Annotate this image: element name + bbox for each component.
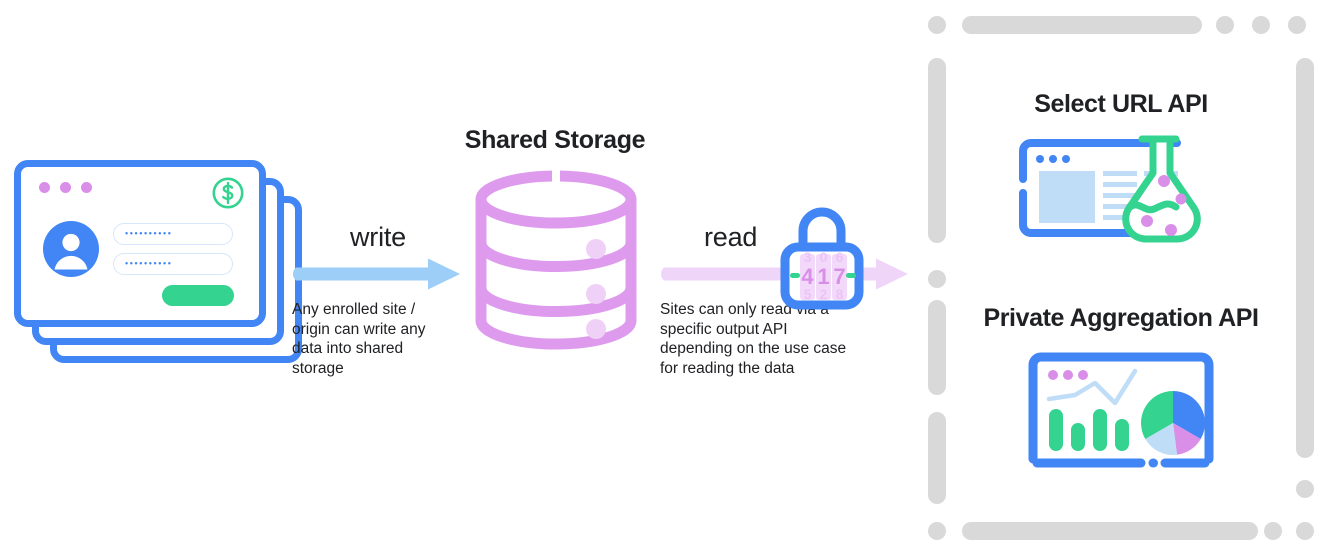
svg-text:7: 7 [833, 264, 845, 289]
panel-border-dot [1252, 16, 1270, 34]
svg-text:5: 5 [804, 286, 812, 302]
browser-with-charts-icon [920, 347, 1322, 473]
panel-border-dot [928, 16, 946, 34]
flask-icon [1122, 135, 1201, 243]
write-label: write [349, 222, 406, 252]
panel-border-dot [1288, 16, 1306, 34]
panel-border-dot [1264, 522, 1282, 540]
svg-text:2: 2 [820, 286, 828, 302]
window-dot-icon [81, 182, 92, 193]
panel-border-segment [962, 522, 1258, 540]
user-avatar-icon [43, 221, 99, 277]
api-card-select-url-title: Select URL API [1034, 90, 1208, 118]
password-field-2[interactable]: •••••••••• [113, 253, 233, 275]
svg-text:6: 6 [836, 249, 844, 265]
pie-chart-icon [1141, 391, 1205, 456]
api-card-private-aggregation[interactable]: Private Aggregation API [920, 304, 1322, 473]
panel-border-segment [928, 300, 946, 395]
read-label: read [704, 222, 758, 252]
write-flow-group: write Any enrolled site / origin can wri… [292, 222, 464, 378]
window-dot-icon [60, 182, 71, 193]
svg-text:4: 4 [801, 264, 814, 289]
window-dot-icon [39, 182, 50, 193]
password-field-1[interactable]: •••••••••• [113, 223, 233, 245]
panel-border-dot [928, 270, 946, 288]
arrow-right-icon [292, 258, 460, 290]
storage-indicator-dot [586, 284, 606, 304]
api-card-select-url[interactable]: Select URL API [920, 90, 1322, 251]
svg-text:3: 3 [804, 249, 812, 265]
window-traffic-dots [39, 182, 92, 193]
panel-border-dot [928, 522, 946, 540]
read-flow-group: read Sites can only read via a specific … [660, 207, 910, 378]
write-description: Any enrolled site / origin can write any… [292, 301, 426, 377]
svg-text:1: 1 [817, 264, 829, 289]
write-arrow [292, 255, 464, 293]
panel-border-segment [962, 16, 1202, 34]
output-api-panel: Select URL API [920, 8, 1322, 548]
panel-border-segment [1296, 58, 1314, 458]
browser-with-flask-icon [920, 133, 1322, 251]
panel-border-dot [1296, 522, 1314, 540]
database-cylinder-icon [470, 165, 642, 355]
panel-border-dot [1216, 16, 1234, 34]
svg-text:8: 8 [836, 286, 844, 302]
submit-button[interactable] [162, 285, 234, 306]
browser-window-front: •••••••••• •••••••••• [14, 160, 266, 327]
stacked-browser-windows: •••••••••• •••••••••• [14, 160, 304, 365]
password-field-2-value: •••••••••• [125, 258, 173, 269]
dollar-circle-icon [211, 176, 245, 210]
svg-text:0: 0 [820, 249, 828, 265]
shared-storage-title: Shared Storage [464, 126, 646, 154]
panel-border-segment [928, 412, 946, 504]
panel-border-dot [1296, 480, 1314, 498]
password-field-1-value: •••••••••• [125, 228, 173, 239]
panel-border-segment [928, 58, 946, 243]
api-card-private-aggregation-title: Private Aggregation API [983, 304, 1259, 332]
storage-indicator-dot [586, 239, 606, 259]
read-description: Sites can only read via a specific outpu… [660, 301, 847, 377]
storage-indicator-dot [586, 319, 606, 339]
